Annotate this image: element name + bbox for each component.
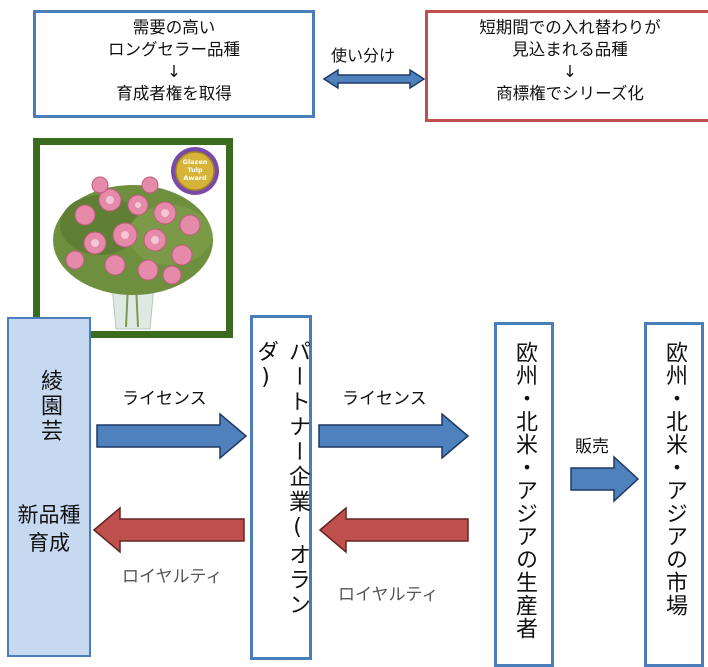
license-arrow-2	[318, 412, 470, 460]
producers-column: 欧州・北米・アジアの生産者	[494, 322, 554, 667]
sales-label: 販売	[575, 437, 609, 457]
breeder-role-line2: 育成	[28, 531, 70, 555]
breeder-rights-arrow: ↓	[167, 62, 181, 81]
badge-line1: Glazen	[183, 158, 208, 166]
royalty-arrow-2	[318, 506, 469, 554]
use-selectively-label: 使い分け	[331, 46, 396, 65]
partner-column: パートナー企業(オランダ)	[250, 315, 312, 660]
license-arrow-1	[96, 412, 248, 460]
markets-label: 欧州・北米・アジアの市場	[662, 341, 687, 617]
breeder-rights-line2: ロングセラー品種	[108, 40, 240, 59]
flower-photo: Glazen Tulp Award	[33, 138, 233, 338]
markets-column: 欧州・北米・アジアの市場	[644, 322, 704, 667]
license-label-2: ライセンス	[342, 389, 427, 409]
trademark-line1: 短期間での入れ替わりが	[479, 18, 661, 37]
license-label-1: ライセンス	[122, 389, 207, 409]
badge-line2: Tulp	[187, 166, 203, 174]
trademark-box: 短期間での入れ替わりが 見込まれる品種 ↓ 商標権でシリーズ化	[425, 10, 708, 122]
trademark-arrow: ↓	[563, 62, 577, 81]
royalty-label-2: ロイヤルティ	[338, 585, 439, 605]
breeder-name: 綾園芸	[37, 369, 62, 444]
trademark-line4: 商標権でシリーズ化	[496, 84, 644, 103]
sales-arrow	[570, 455, 640, 503]
royalty-label-1: ロイヤルティ	[122, 567, 223, 587]
breeder-column: 綾園芸 新品種 育成	[7, 317, 91, 657]
double-arrow-icon	[322, 68, 426, 90]
producers-label: 欧州・北米・アジアの生産者	[512, 341, 537, 640]
badge-line3: Award	[183, 174, 207, 182]
breeder-rights-box: 需要の高い ロングセラー品種 ↓ 育成者権を取得	[33, 10, 315, 118]
breeder-rights-line4: 育成者権を取得	[116, 84, 232, 103]
flower-bouquet-image: Glazen Tulp Award	[40, 145, 226, 331]
breeder-rights-line1: 需要の高い	[132, 18, 216, 37]
breeder-role-line1: 新品種	[17, 503, 81, 527]
partner-label: パートナー企業(オランダ)	[253, 340, 310, 618]
trademark-line2: 見込まれる品種	[512, 40, 628, 59]
award-badge	[171, 147, 219, 195]
royalty-arrow-1	[92, 506, 245, 554]
